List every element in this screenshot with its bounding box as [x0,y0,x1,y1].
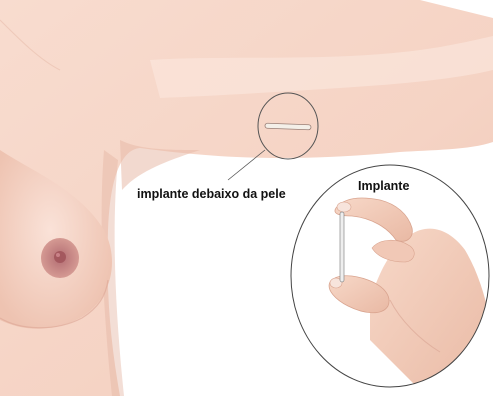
implant-under-skin-icon [265,123,311,130]
nipple-highlight [56,253,60,257]
implant-rod-icon [340,212,344,282]
label-implant: Implante [358,179,409,193]
label-under-skin: implante debaixo da pele [137,187,286,201]
nipple [54,251,66,263]
